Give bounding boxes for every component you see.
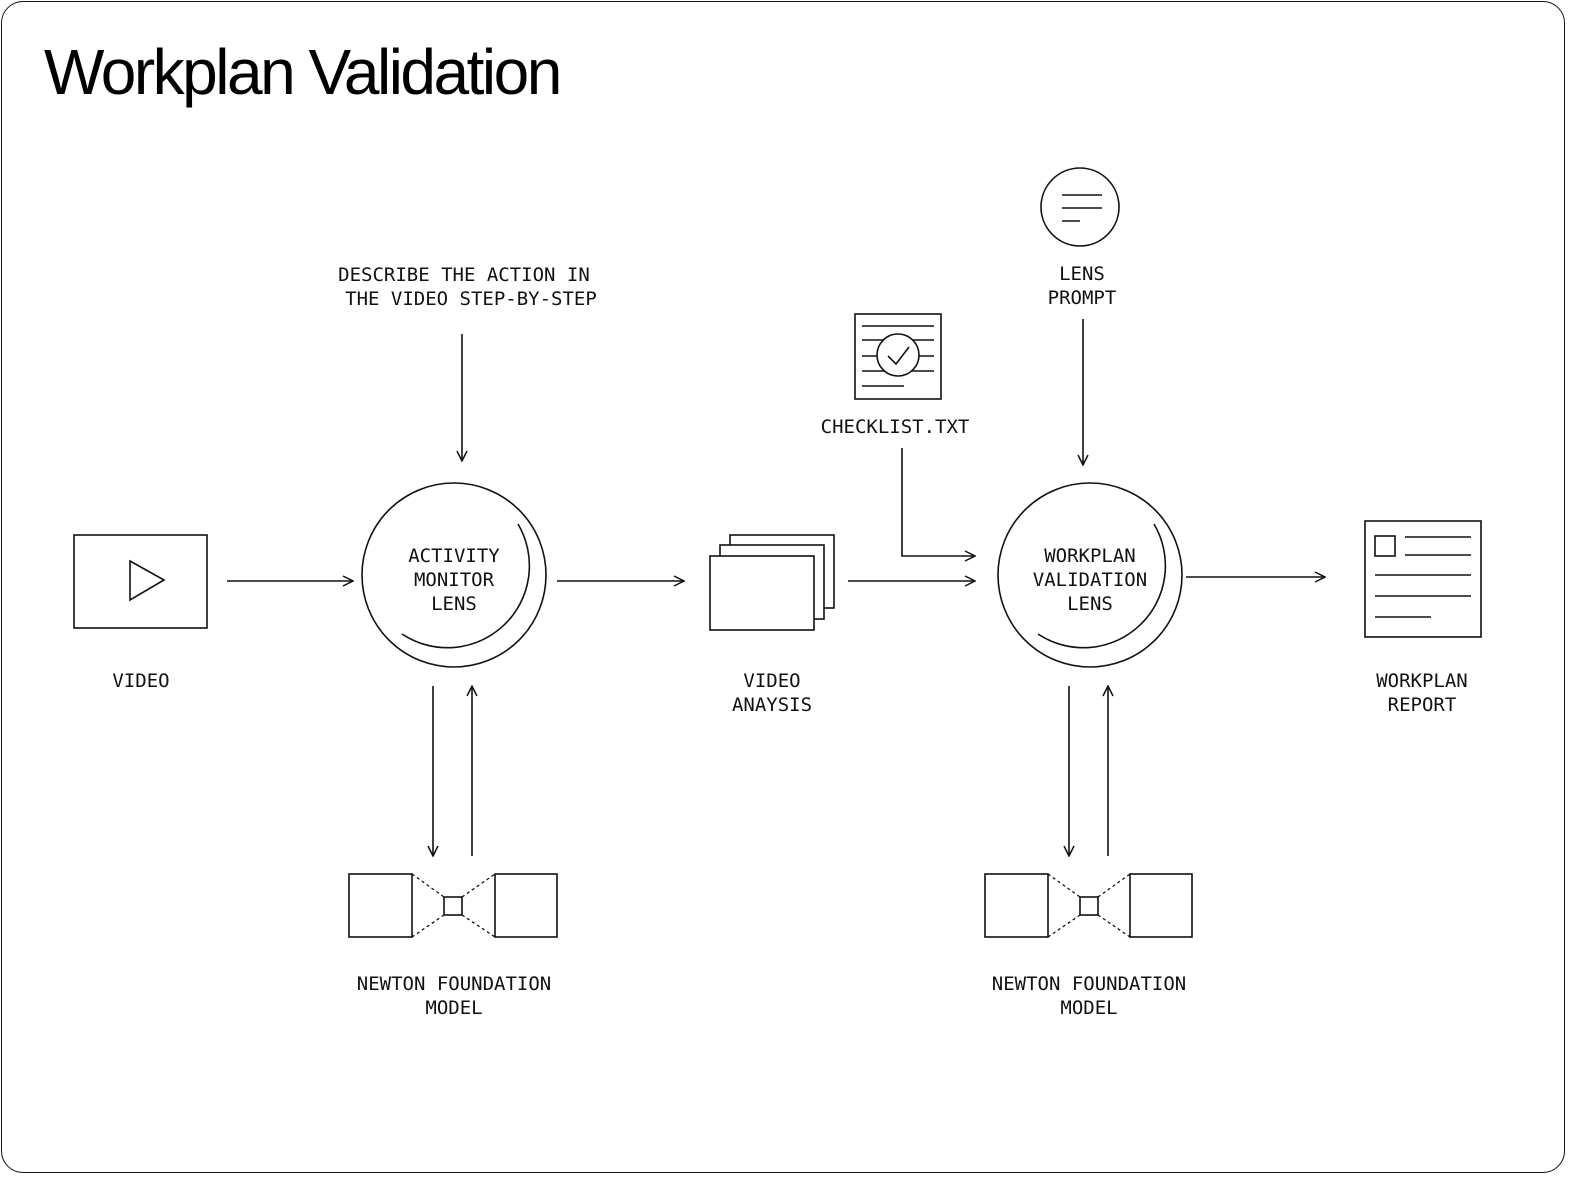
video-analysis-line-1: VIDEO xyxy=(743,670,800,692)
workplan-lens-line-2: VALIDATION xyxy=(1033,569,1147,591)
model-icon xyxy=(348,873,558,938)
describe-prompt-line-2: THE VIDEO STEP-BY-STEP xyxy=(345,288,597,310)
activity-lens-line-3: LENS xyxy=(431,593,477,615)
lens-prompt-line-1: LENS xyxy=(1059,263,1105,285)
video-label: VIDEO xyxy=(112,670,169,692)
newton-model-1-line-1: NEWTON FOUNDATION xyxy=(357,973,551,995)
activity-monitor-lens-node: ACTIVITY MONITOR LENS xyxy=(361,482,547,668)
lens-prompt-node: LENS PROMPT xyxy=(1040,167,1120,309)
play-icon xyxy=(129,559,166,602)
checklist-label: CHECKLIST.TXT xyxy=(821,416,970,438)
describe-prompt-line-1: DESCRIBE THE ACTION IN xyxy=(338,264,590,286)
edge-checklist-to-workplan-lens xyxy=(901,448,975,556)
activity-lens-line-2: MONITOR xyxy=(414,569,495,591)
workplan-validation-lens-node: WORKPLAN VALIDATION LENS xyxy=(997,482,1183,668)
lens-inner-arc xyxy=(401,523,531,649)
workplan-report-line-2: REPORT xyxy=(1388,694,1457,716)
video-frame xyxy=(73,534,208,629)
newton-model-2-line-2: MODEL xyxy=(1060,997,1117,1019)
checklist-document-icon xyxy=(854,313,942,400)
edges xyxy=(227,319,1325,856)
workplan-report-node: WORKPLAN REPORT xyxy=(1364,520,1482,716)
workplan-lens-line-3: LENS xyxy=(1067,593,1113,615)
newton-model-2-node: NEWTON FOUNDATION MODEL xyxy=(984,873,1193,1019)
activity-lens-line-1: ACTIVITY xyxy=(408,545,500,567)
page-title: Workplan Validation xyxy=(44,36,562,108)
newton-model-1-node: NEWTON FOUNDATION MODEL xyxy=(348,873,558,1019)
lens-prompt-line-2: PROMPT xyxy=(1048,287,1117,309)
lens-circle-icon xyxy=(361,482,547,668)
lens-circle-icon xyxy=(997,482,1183,668)
checklist-node: CHECKLIST.TXT xyxy=(821,313,970,438)
report-document-icon xyxy=(1364,520,1482,638)
video-analysis-node: VIDEO ANAYSIS xyxy=(709,534,835,716)
newton-model-1-line-2: MODEL xyxy=(425,997,482,1019)
workplan-lens-line-1: WORKPLAN xyxy=(1044,545,1136,567)
workplan-report-line-1: WORKPLAN xyxy=(1376,670,1468,692)
stacked-frames-icon xyxy=(709,534,835,631)
describe-prompt-node: DESCRIBE THE ACTION IN THE VIDEO STEP-BY… xyxy=(338,264,597,310)
video-analysis-line-2: ANAYSIS xyxy=(732,694,812,716)
newton-model-2-line-1: NEWTON FOUNDATION xyxy=(992,973,1186,995)
lens-inner-arc xyxy=(1037,523,1167,649)
video-node: VIDEO xyxy=(73,534,208,692)
prompt-text-icon xyxy=(1040,167,1120,247)
model-icon xyxy=(984,873,1193,938)
